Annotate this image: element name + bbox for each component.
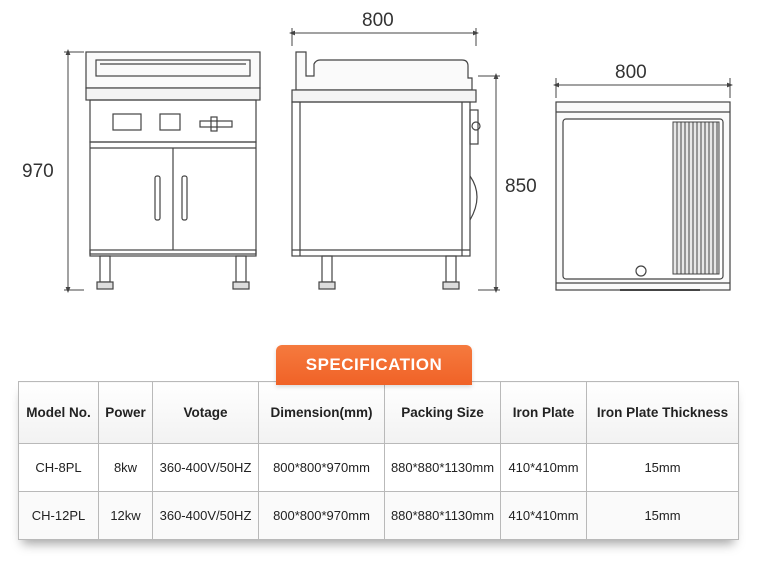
side-width-dimension bbox=[289, 28, 479, 46]
table-cell: CH-12PL bbox=[18, 491, 99, 540]
top-width-dimension bbox=[553, 78, 733, 98]
side-height-dimension bbox=[478, 73, 500, 293]
table-cell: 360-400V/50HZ bbox=[152, 443, 259, 492]
side-view bbox=[291, 51, 481, 290]
specification-title: SPECIFICATION bbox=[276, 345, 472, 385]
specification-table-container: Model No. Power Votage Dimension(mm) Pac… bbox=[18, 381, 739, 540]
column-header: Votage bbox=[152, 381, 259, 444]
side-height-label: 850 bbox=[505, 176, 537, 197]
top-width-label: 800 bbox=[615, 62, 647, 83]
display-window-icon bbox=[112, 113, 142, 131]
dial-icon bbox=[199, 120, 233, 128]
left-door-handle-icon bbox=[154, 175, 161, 221]
right-door-handle-icon bbox=[181, 175, 188, 221]
top-view bbox=[555, 101, 731, 291]
table-cell: 800*800*970mm bbox=[258, 491, 385, 540]
table-cell: 12kw bbox=[98, 491, 153, 540]
table-header-row: Model No. Power Votage Dimension(mm) Pac… bbox=[18, 381, 739, 444]
column-header: Model No. bbox=[18, 381, 99, 444]
specification-table: Model No. Power Votage Dimension(mm) Pac… bbox=[18, 381, 739, 540]
table-row: CH-12PL 12kw 360-400V/50HZ 800*800*970mm… bbox=[18, 491, 739, 540]
table-cell: 800*800*970mm bbox=[258, 443, 385, 492]
column-header: Power bbox=[98, 381, 153, 444]
table-cell: 360-400V/50HZ bbox=[152, 491, 259, 540]
table-cell: 880*880*1130mm bbox=[384, 443, 501, 492]
column-header: Dimension(mm) bbox=[258, 381, 385, 444]
table-cell: 8kw bbox=[98, 443, 153, 492]
table-row: CH-8PL 8kw 360-400V/50HZ 800*800*970mm 8… bbox=[18, 443, 739, 492]
side-knob-icon bbox=[471, 121, 481, 131]
front-height-dimension bbox=[64, 49, 84, 293]
front-view bbox=[85, 51, 261, 290]
table-cell: CH-8PL bbox=[18, 443, 99, 492]
front-height-label: 970 bbox=[22, 161, 54, 182]
table-cell: 15mm bbox=[586, 491, 739, 540]
column-header: Iron Plate Thickness bbox=[586, 381, 739, 444]
table-cell: 15mm bbox=[586, 443, 739, 492]
side-width-label: 800 bbox=[362, 10, 394, 31]
column-header: Packing Size bbox=[384, 381, 501, 444]
grooved-plate-area bbox=[672, 121, 720, 275]
technical-drawings bbox=[64, 28, 733, 293]
drain-hole-icon bbox=[635, 265, 647, 277]
table-cell: 880*880*1130mm bbox=[384, 491, 501, 540]
switch-icon bbox=[159, 113, 181, 131]
table-cell: 410*410mm bbox=[500, 491, 587, 540]
column-header: Iron Plate bbox=[500, 381, 587, 444]
table-cell: 410*410mm bbox=[500, 443, 587, 492]
